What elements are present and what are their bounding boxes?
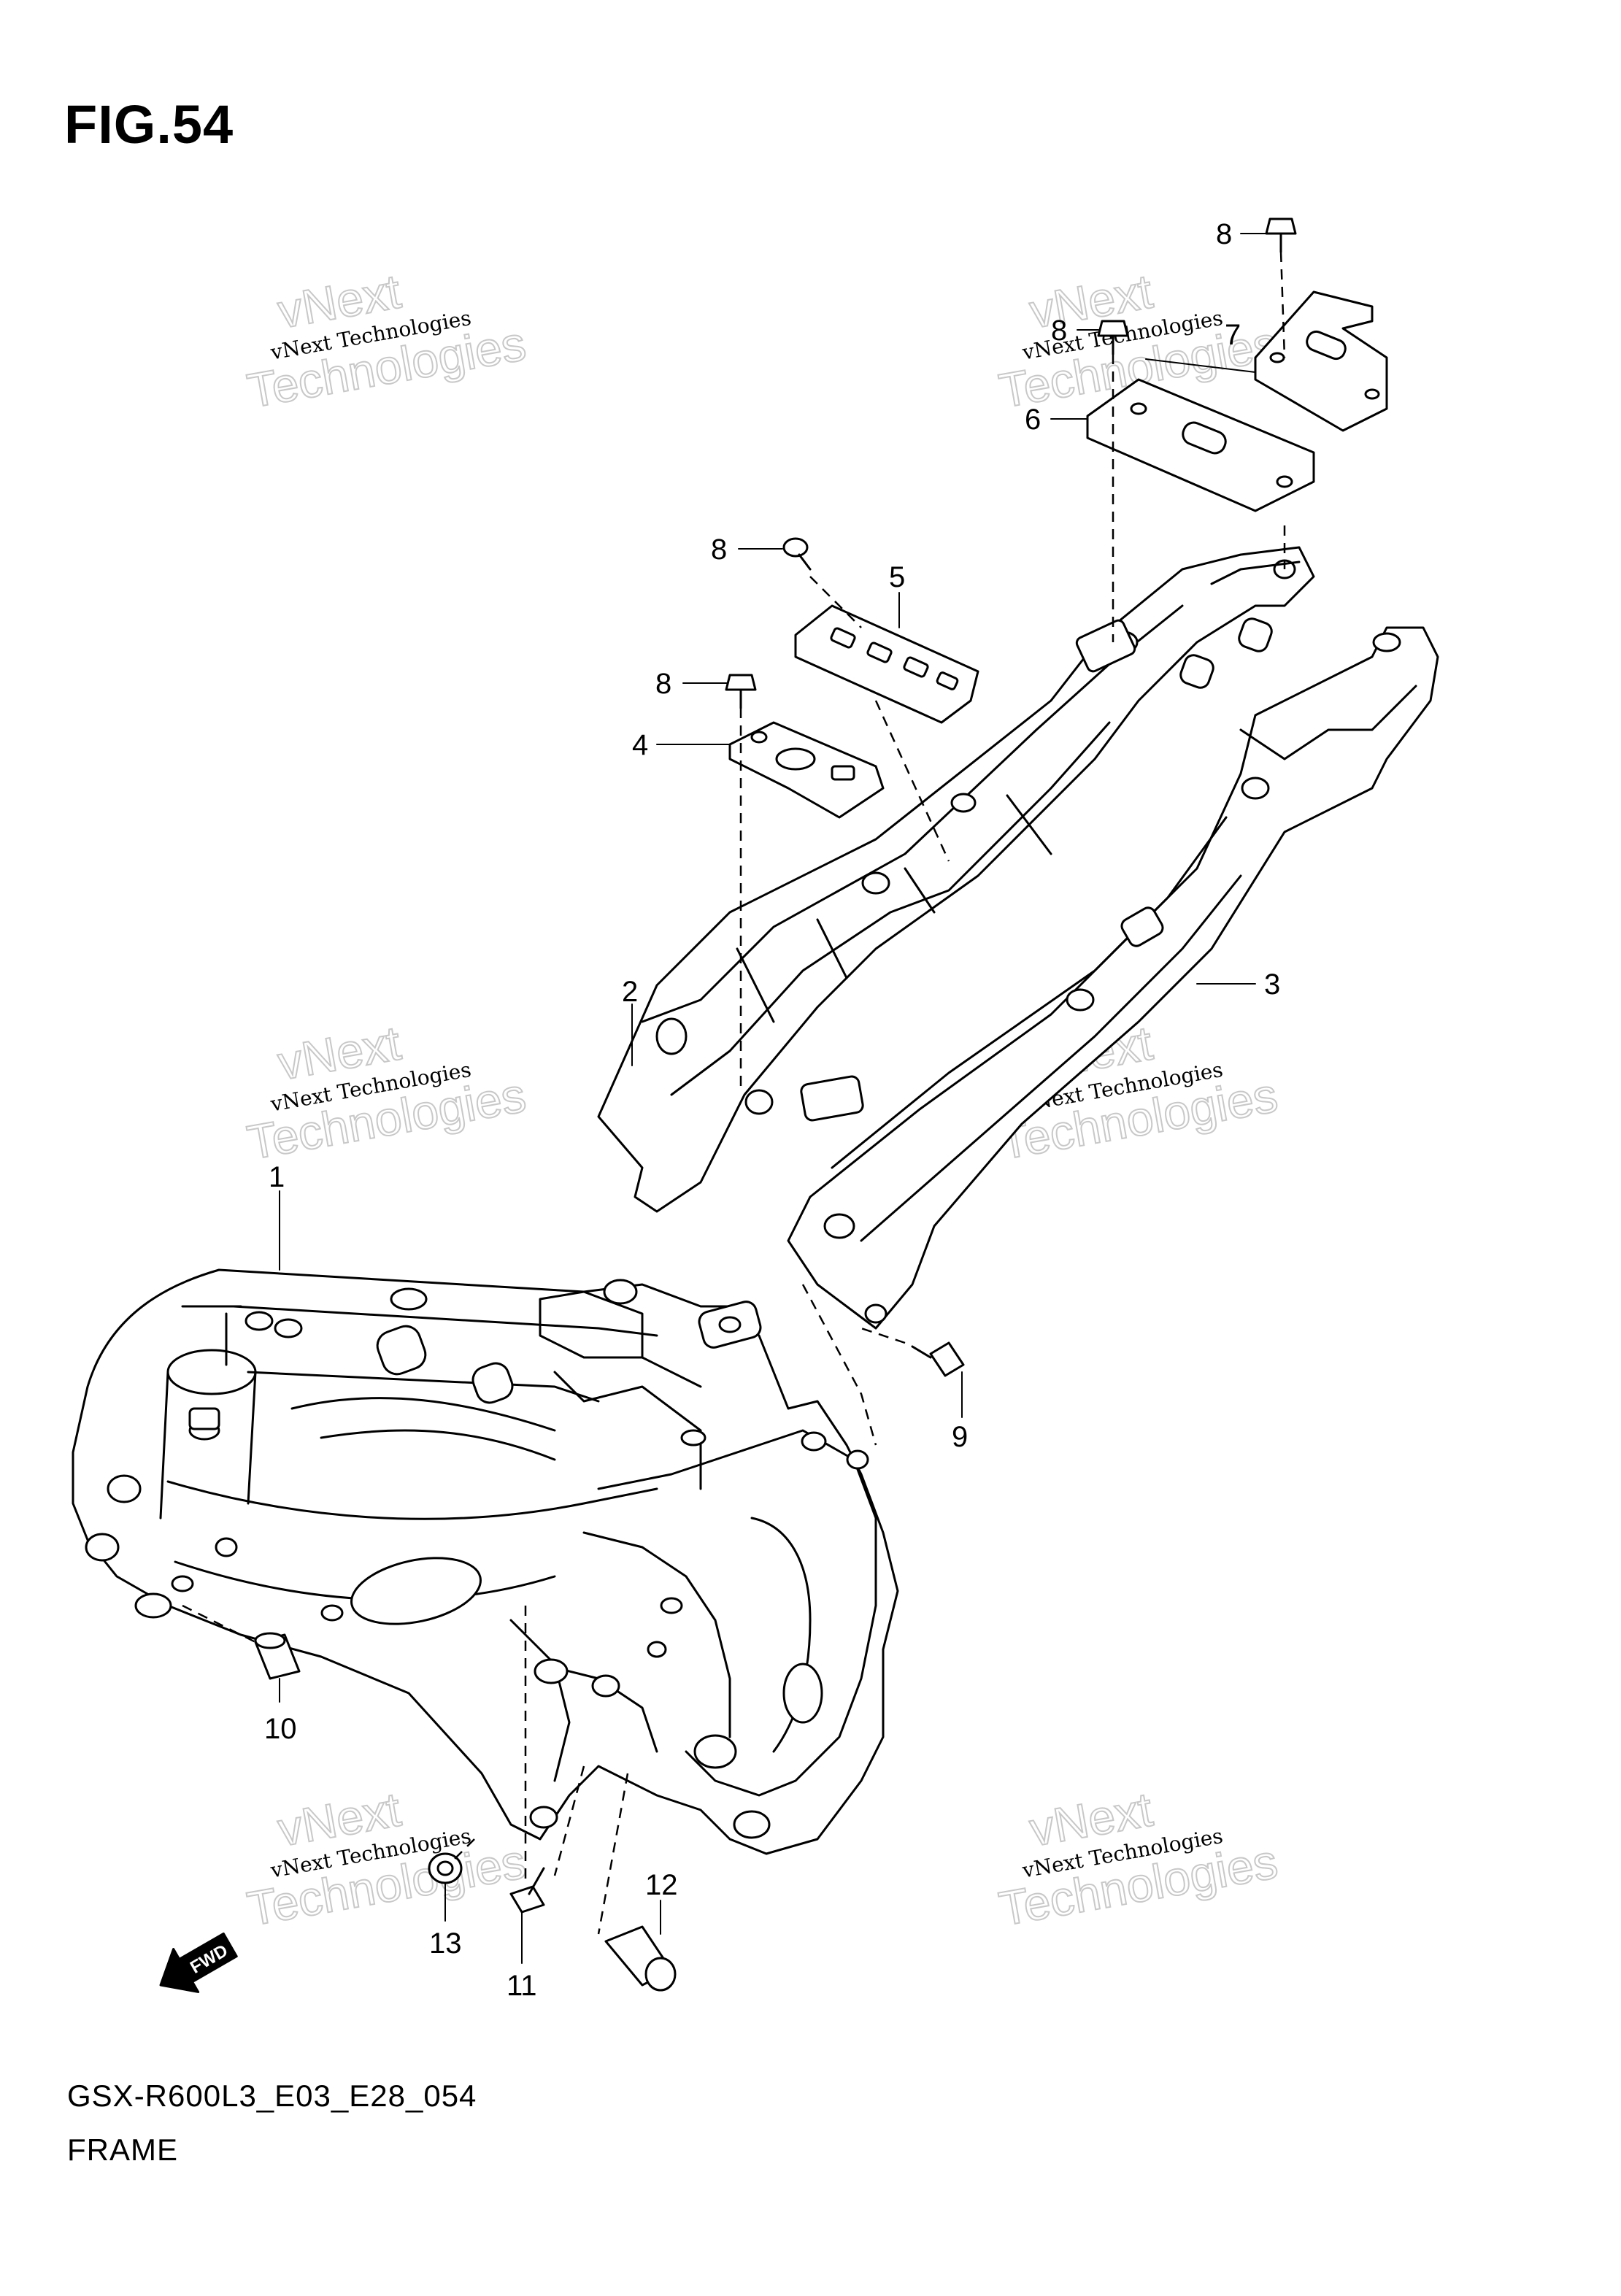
watermark: vNext vNext Technologies Technologies <box>994 1781 1282 1936</box>
svg-text:6: 6 <box>1025 404 1041 436</box>
callout-8-bracket: 8 <box>1051 315 1099 347</box>
svg-text:12: 12 <box>645 1869 678 1901</box>
bolt-8-plate5-drawing <box>782 537 812 571</box>
callout-8-plate4: 8 <box>655 668 728 700</box>
callout-8-top: 8 <box>1216 218 1271 250</box>
callout-2: 2 <box>622 976 638 1066</box>
callout-3: 3 <box>1196 968 1280 1001</box>
callout-13: 13 <box>429 1882 462 1960</box>
callout-12: 12 <box>645 1869 678 1935</box>
plug-12-drawing <box>604 1925 677 1992</box>
callout-4: 4 <box>632 729 731 761</box>
main-frame-drawing <box>72 1268 899 1855</box>
svg-text:4: 4 <box>632 729 648 761</box>
watermark: vNext vNext Technologies Technologies <box>242 263 530 418</box>
svg-text:7: 7 <box>1225 319 1241 351</box>
callout-1: 1 <box>269 1161 285 1271</box>
svg-text:5: 5 <box>889 561 905 593</box>
seat-rail-right-drawing <box>787 626 1439 1330</box>
svg-text:10: 10 <box>264 1713 297 1745</box>
svg-text:8: 8 <box>1051 315 1067 347</box>
seat-rail-left-drawing <box>597 546 1315 1213</box>
watermark: vNext vNext Technologies Technologies <box>242 1014 530 1170</box>
callout-5: 5 <box>889 561 905 628</box>
svg-text:8: 8 <box>655 668 671 700</box>
svg-text:1: 1 <box>269 1161 285 1193</box>
callout-7: 7 <box>1145 319 1256 373</box>
arrow-left-down-icon: FWD <box>159 1932 238 1993</box>
callout-8-plate5: 8 <box>711 533 783 566</box>
bracket-plate-4-drawing <box>728 721 885 819</box>
assembly-lines <box>182 251 1286 1935</box>
svg-text:9: 9 <box>952 1421 968 1453</box>
svg-text:13: 13 <box>429 1927 462 1960</box>
callout-9: 9 <box>952 1371 968 1453</box>
bolt-8-bracket6-drawing <box>1097 320 1129 355</box>
bolt-9-drawing <box>911 1341 965 1377</box>
svg-text:8: 8 <box>1216 218 1232 250</box>
svg-text:11: 11 <box>507 1970 537 2002</box>
model-code: GSX-R600L3_E03_E28_054 <box>67 2079 477 2113</box>
svg-text:3: 3 <box>1264 968 1280 1001</box>
bolt-11-drawing <box>509 1867 545 1914</box>
callout-10: 10 <box>264 1678 297 1745</box>
figure-title: FIG.54 <box>64 94 234 155</box>
callout-6: 6 <box>1025 404 1088 436</box>
bracket-plate-5-drawing <box>794 604 979 724</box>
collar-10-drawing <box>254 1632 301 1680</box>
watermark: vNext vNext Technologies Technologies <box>242 1781 530 1936</box>
callout-11: 11 <box>507 1911 537 2002</box>
figure-name: FRAME <box>67 2133 178 2167</box>
bracket-plate-6-drawing <box>1086 378 1315 512</box>
bolt-8-plate4-drawing <box>725 674 757 709</box>
bracket-7-drawing <box>1254 290 1388 432</box>
svg-text:8: 8 <box>711 533 727 566</box>
bolt-8-top-drawing <box>1265 217 1297 253</box>
svg-text:2: 2 <box>622 976 638 1008</box>
